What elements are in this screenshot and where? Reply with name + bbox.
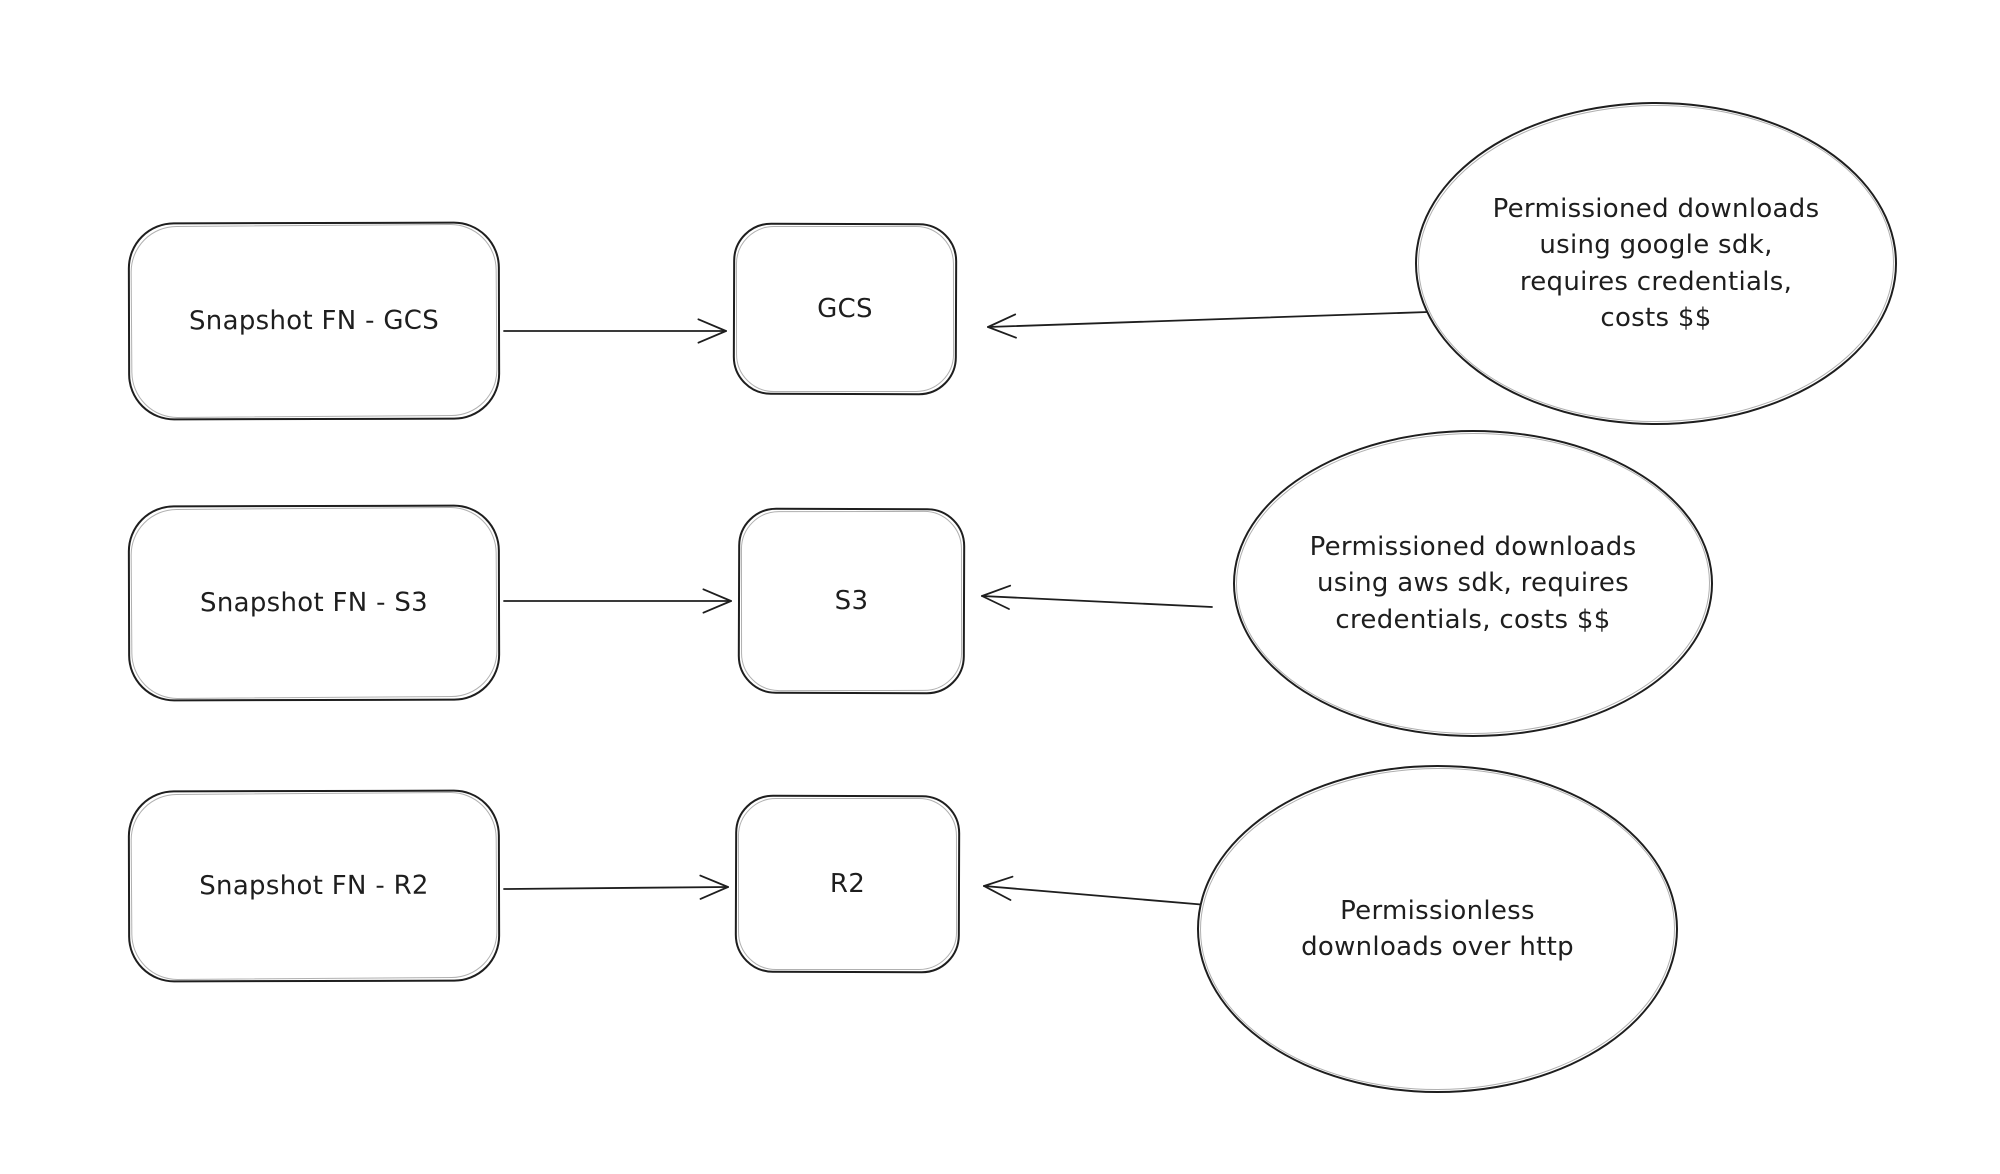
node-snapshot-fn-r2: Snapshot FN - R2 xyxy=(127,789,501,983)
note-permissionless-http: Permissionless downloads over http xyxy=(1197,765,1678,1093)
edge-snapshot_s3-to-s3 xyxy=(503,588,732,614)
node-s3: S3 xyxy=(737,507,966,695)
edge-note_s3-to-s3 xyxy=(981,584,1213,610)
node-snapshot-fn-s3: Snapshot FN - S3 xyxy=(127,504,501,702)
note-permissioned-google: Permissioned downloads using google sdk,… xyxy=(1415,102,1897,425)
node-snapshot-fn-gcs: Snapshot FN - GCS xyxy=(127,221,501,421)
edge-snapshot_r2-to-r2 xyxy=(503,874,729,900)
node-gcs: GCS xyxy=(732,222,958,396)
edge-snapshot_gcs-to-gcs xyxy=(503,318,727,344)
edge-note_gcs-to-gcs xyxy=(987,311,1429,339)
node-r2: R2 xyxy=(734,794,961,974)
note-permissioned-aws: Permissioned downloads using aws sdk, re… xyxy=(1233,430,1713,737)
edge-note_r2-to-r2 xyxy=(983,875,1208,906)
